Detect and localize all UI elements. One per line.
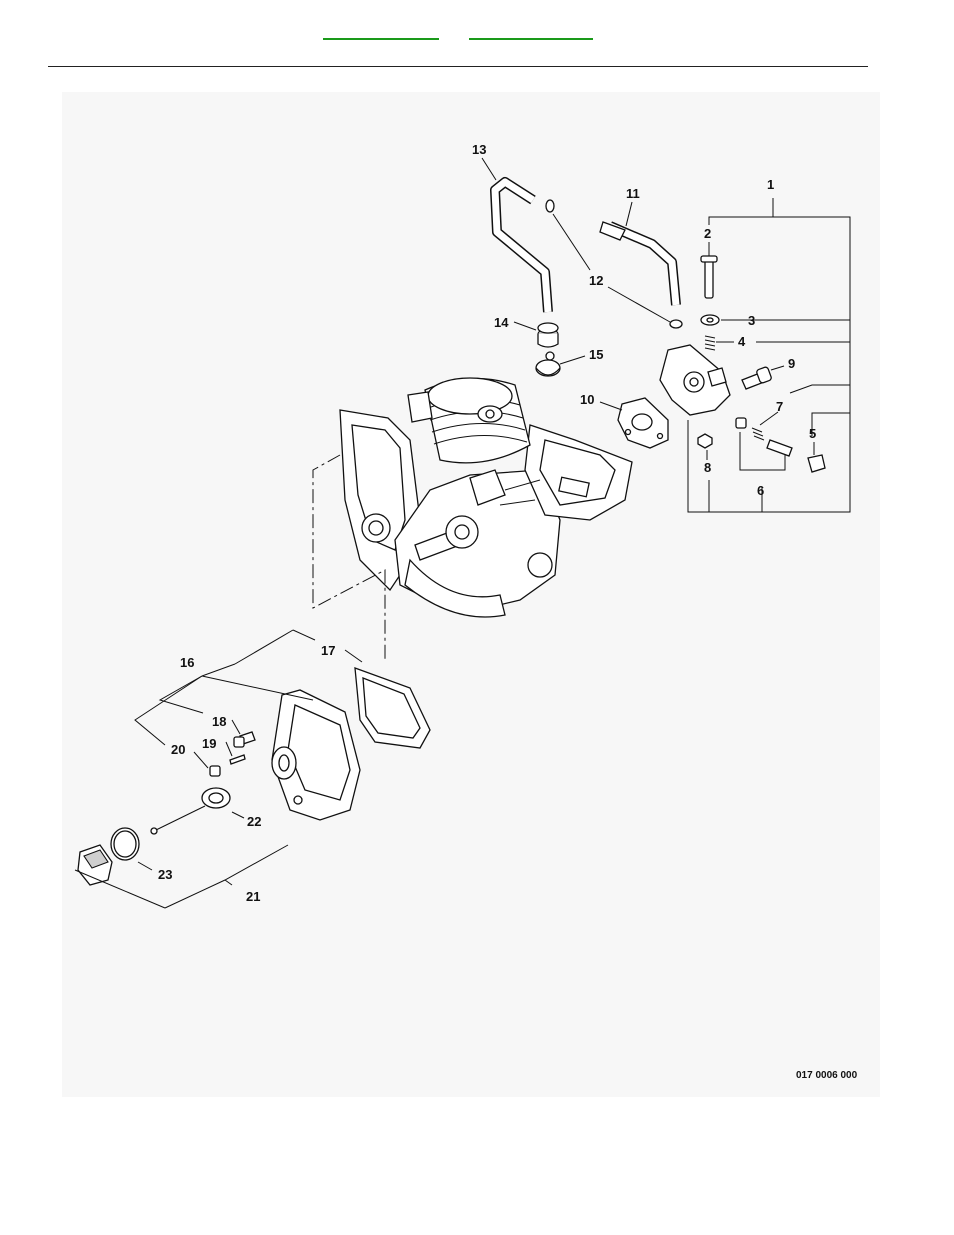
- callout-19: 19: [202, 736, 216, 751]
- callout-21: 21: [246, 889, 260, 904]
- leader-lines: [74, 157, 851, 909]
- crankcase-engine-assembly: [339, 377, 633, 618]
- callout-labels: 1 2 3 4 5 6 7 8 9 10 11 12 13 14 15 16 1…: [158, 142, 816, 904]
- callout-12: 12: [589, 273, 603, 288]
- callout-23: 23: [158, 867, 172, 882]
- callout-20: 20: [171, 742, 185, 757]
- assembly-dashed-lines: [312, 454, 386, 660]
- header-link-left[interactable]: [323, 38, 439, 40]
- callout-18: 18: [212, 714, 226, 729]
- callout-14: 14: [494, 315, 509, 330]
- drawing-code: 017 0006 000: [796, 1070, 858, 1081]
- callout-1: 1: [767, 177, 774, 192]
- callout-13: 13: [472, 142, 486, 157]
- callout-17: 17: [321, 643, 335, 658]
- callout-11: 11: [626, 186, 640, 201]
- callout-6: 6: [757, 483, 764, 498]
- callout-7: 7: [776, 399, 783, 414]
- cover-and-tank-group: [77, 667, 431, 886]
- callout-2: 2: [704, 226, 711, 241]
- callout-22: 22: [247, 814, 261, 829]
- oil-pump-group: [617, 255, 826, 473]
- callout-10: 10: [580, 392, 594, 407]
- oil-line-group: [490, 177, 683, 377]
- callout-4: 4: [738, 334, 746, 349]
- callout-8: 8: [704, 460, 711, 475]
- header-divider: [48, 66, 868, 67]
- callout-16: 16: [180, 655, 194, 670]
- callout-9: 9: [788, 356, 795, 371]
- header-link-right[interactable]: [469, 38, 593, 40]
- callout-15: 15: [589, 347, 603, 362]
- callout-3: 3: [748, 313, 755, 328]
- callout-5: 5: [809, 426, 816, 441]
